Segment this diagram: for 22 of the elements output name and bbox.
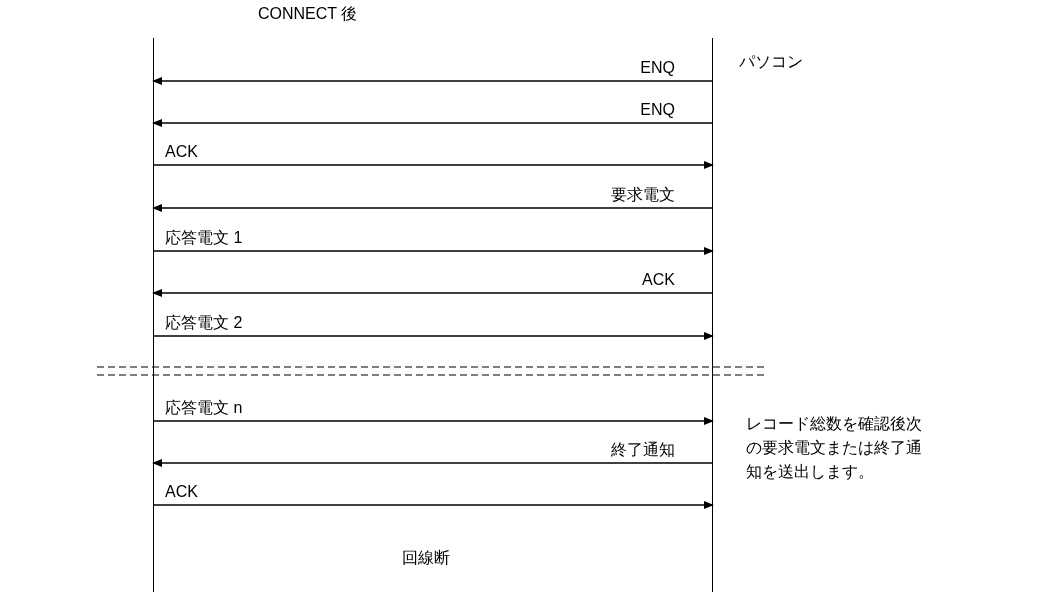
message-arrow [152, 119, 714, 127]
edge-label: 応答電文 2 [163, 314, 245, 332]
edge-label: 応答電文 n [163, 399, 245, 417]
status-label: 回線断 [402, 548, 450, 568]
message-arrow [152, 247, 714, 255]
message-arrow [152, 161, 714, 169]
message-arrow [152, 289, 714, 297]
note: レコード総数を確認後次の要求電文または終了通知を送出します。 [746, 414, 922, 482]
heading: CONNECT 後 [258, 4, 358, 24]
message-arrow [152, 417, 714, 425]
participant-label: パソコン [739, 52, 803, 72]
message-arrow [152, 501, 714, 509]
message-arrow [152, 459, 714, 467]
message-arrow [152, 204, 714, 212]
message-arrow [152, 77, 714, 85]
edge-label: ENQ [638, 59, 677, 77]
edge-label: 終了通知 [609, 441, 677, 459]
lifeline [151, 38, 154, 592]
message-arrow [152, 332, 714, 340]
edge-label: 要求電文 [609, 186, 677, 204]
edge-label: ENQ [638, 101, 677, 119]
edge-label: 応答電文 1 [163, 229, 245, 247]
